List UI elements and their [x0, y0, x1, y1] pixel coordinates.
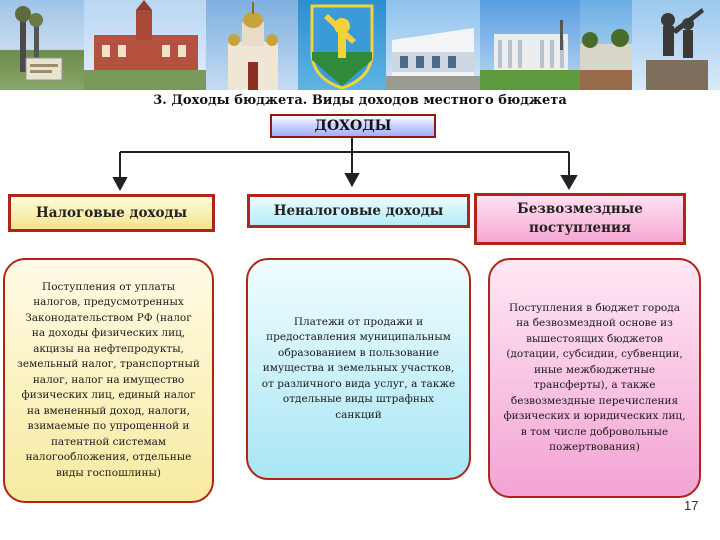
slide-heading: 3. Доходы бюджета. Виды доходов местного…: [153, 93, 567, 108]
orthodox-cathedral-photo: [206, 0, 298, 90]
gratuitous-receipts-description: Поступления в бюджет города на безвозмез…: [488, 258, 701, 498]
tax-revenue-box: Налоговые доходы: [8, 194, 215, 232]
non-tax-revenue-description-text: Платежи от продажи и предоставления муни…: [261, 315, 456, 421]
government-building-photo: [480, 0, 580, 90]
non-tax-revenue-description: Платежи от продажи и предоставления муни…: [246, 258, 471, 480]
revenue-root-box: ДОХОДЫ: [270, 114, 436, 138]
page-number: 17: [684, 498, 699, 513]
photo-banner: [0, 0, 720, 90]
gratuitous-receipts-description-text: Поступления в бюджет города на безвозмез…: [503, 301, 686, 454]
tax-revenue-description-text: Поступления от уплаты налогов, предусмот…: [17, 280, 200, 479]
tax-revenue-description: Поступления от уплаты налогов, предусмот…: [3, 258, 214, 503]
non-tax-revenue-box: Неналоговые доходы: [247, 194, 470, 228]
construction-workers-monument-photo: [632, 0, 720, 90]
city-coat-of-arms-image: [298, 0, 386, 90]
red-brick-building-photo: [84, 0, 206, 90]
city-entrance-sign-photo: [0, 0, 84, 90]
gratuitous-receipts-box: Безвозмездные поступления: [474, 193, 686, 245]
city-square-photo: [580, 0, 632, 90]
white-theater-building-photo: [386, 0, 480, 90]
